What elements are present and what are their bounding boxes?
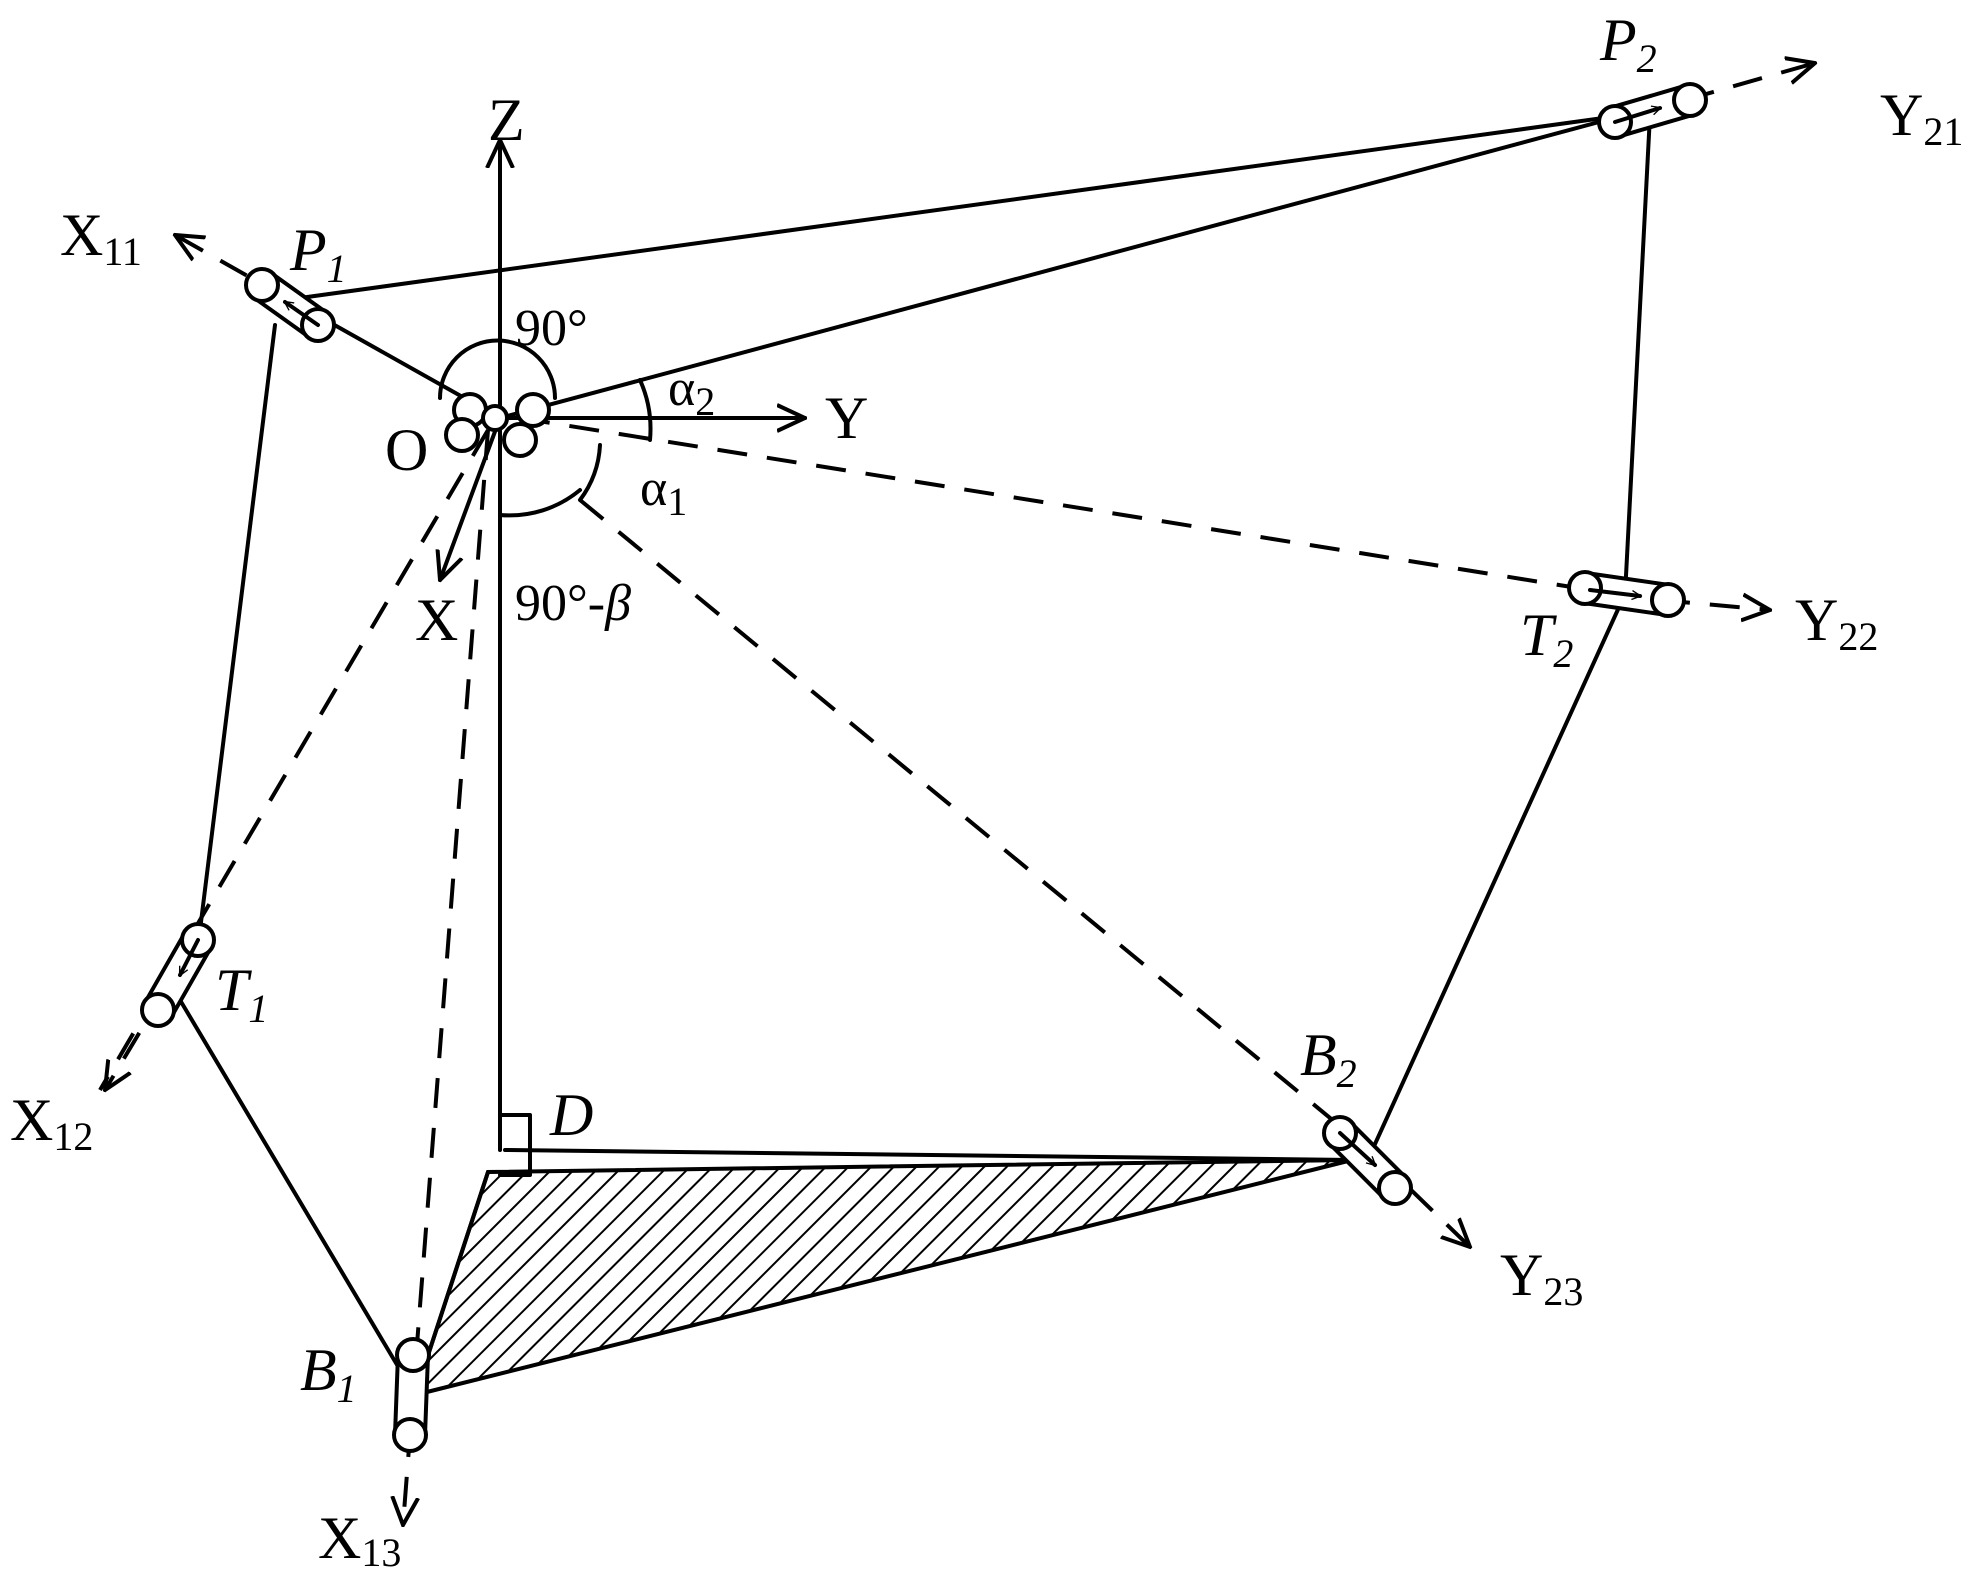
label-angle-alpha2: α2 [668,360,715,424]
arrow-p1-inner [283,300,320,327]
label-x13: X13 [318,1505,401,1569]
label-x12: X12 [10,1087,93,1159]
label-p2: P2 [1599,7,1657,81]
label-y22: Y22 [1795,587,1878,659]
edge-d-b2 [503,1148,1354,1162]
label-y23: Y23 [1500,1242,1583,1314]
dash-o-b2 [578,498,1377,1157]
arc-alpha2 [638,378,653,442]
label-angle-90: 90° [515,300,588,357]
edge-p1-t1 [198,323,277,932]
arrow-t2-inner [1588,588,1643,601]
right-angle-marker [498,1113,532,1177]
edge-p1-p2 [298,113,1627,300]
label-d: D [549,1082,593,1148]
joint-b1 [392,1337,431,1453]
label-y: Y [825,385,868,451]
label-y21: Y21 [1880,82,1963,154]
edge-o-p2 [498,113,1627,420]
hatched-base-triangle [411,1158,1353,1398]
arrow-t1-inner [178,938,200,978]
edge-t2-b2 [1368,603,1622,1157]
arc-alpha1 [578,443,602,502]
label-angle-90-beta: 90°-β [515,575,631,632]
label-t1: T1 [215,957,268,1031]
label-angle-alpha1: α1 [640,460,687,524]
label-o: O [385,417,428,483]
label-b2: B2 [1300,1022,1357,1096]
label-x: X [415,587,458,653]
edge-t1-b1 [178,998,417,1397]
arrow-p2-inner [1613,105,1663,124]
arrow-b2-inner [1338,1131,1377,1167]
label-x11: X11 [60,202,142,274]
joint-o [444,392,551,458]
edge-p2-t2 [1623,113,1652,597]
arc-90-beta [498,488,582,518]
dash-o-y22 [519,416,1591,592]
label-b1: B1 [300,1337,357,1411]
x-axis [440,416,502,580]
dash-o-x12 [98,428,490,1092]
arc-90 [438,338,557,400]
label-z: Z [488,87,525,153]
label-t2: T2 [1520,602,1573,676]
label-p1: P1 [289,217,347,291]
